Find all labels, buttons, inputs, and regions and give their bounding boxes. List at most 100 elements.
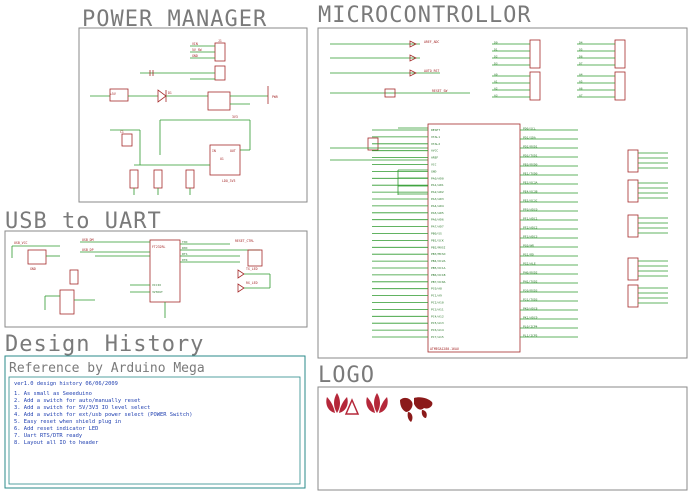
- usb-crystal: [59, 289, 75, 315]
- power-net-label: U1: [220, 157, 224, 161]
- header-pin-label: A2: [494, 86, 498, 90]
- history-inner-frame: [8, 376, 301, 485]
- power-jack: [109, 88, 129, 102]
- header-pin-label: D6: [579, 54, 583, 58]
- mcu-pin-label: PA0/AD0: [431, 176, 444, 180]
- usb-pin-label: VCCIO: [152, 283, 161, 287]
- header-pin-label: D3: [494, 61, 498, 65]
- mcu-pin-label: PL1/ICP5: [523, 334, 538, 338]
- header-pin-label: D1: [494, 47, 498, 51]
- lotus-logo-icon: [326, 393, 348, 413]
- pin-header: [614, 39, 626, 69]
- power-net-label: GND: [192, 54, 198, 58]
- mcu-pin-label: PA6/AD6: [431, 218, 444, 222]
- mcu-pin-label: PK0/ADC8: [523, 307, 538, 311]
- mcu-pin-label: PE5/OC3C: [523, 199, 538, 203]
- mcu-pin-label: PC3/A11: [431, 307, 444, 311]
- history-item: 8. Layout all IO to header: [14, 440, 99, 446]
- usb-net-label: FT232RL: [152, 245, 166, 249]
- mcu-pin-label: PC0/A8: [431, 287, 442, 291]
- lotus-logo-icon: [344, 398, 360, 415]
- history-heading: Reference by Arduino Mega: [9, 361, 205, 376]
- power-jumper-j2: [214, 65, 226, 81]
- world-map-icon: [400, 397, 433, 422]
- usb-schematic: USB_VCC USB_DM USB_DP FT232RL TXD RXD RT…: [11, 238, 271, 318]
- history-item: 3. Add a switch for 5V/3V3 IO level sele…: [14, 405, 150, 411]
- side-connector: [627, 149, 639, 173]
- usb-net-label: GND: [30, 267, 36, 271]
- resistor-r3: [185, 169, 195, 189]
- mcu-pin-label: XTAL2: [431, 142, 440, 146]
- mcu-pin-label: PB2/MOSI: [431, 245, 446, 249]
- mcu-pin-label: PD3/TXD1: [523, 154, 538, 158]
- mcu-top-label: AREF_ADC: [424, 40, 439, 44]
- mcu-pin-label: PF3/ADC3: [523, 235, 538, 239]
- usb-net-label: TX_LED: [246, 267, 258, 271]
- mcu-pin-label: PJ1/TXD3: [523, 298, 538, 302]
- mcu-pin-label: PC7/A15: [431, 335, 444, 339]
- usb-net-label: RX_LED: [246, 281, 258, 285]
- mcu-pin-label: PB1/SCK: [431, 238, 444, 242]
- power-switch: [207, 91, 231, 111]
- history-item: 5. Easy reset when shield plug in: [14, 419, 121, 425]
- header-pin-label: D4: [579, 40, 583, 44]
- mcu-pin-label: PL0/ICP4: [523, 325, 538, 329]
- mcu-pin-label: PB0/SS: [431, 232, 442, 236]
- regulator-u1: [209, 144, 241, 176]
- header-pin-label: A4: [579, 72, 583, 76]
- mcu-pin-label: PB6/OC1B: [431, 273, 446, 277]
- mcu-pin-label: AVCC: [431, 149, 438, 153]
- mcu-pin-label: PE0/RXD0: [523, 163, 538, 167]
- mcu-pin-label: AREF: [431, 156, 438, 160]
- usb-header: [247, 249, 263, 267]
- mcu-pin-label: PB3/MISO: [431, 252, 446, 256]
- mcu-pin-label: PJ0/RXD3: [523, 289, 538, 293]
- header-pin-label: A3: [494, 93, 498, 97]
- pin-header: [529, 71, 541, 101]
- header-pin-label: A1: [494, 79, 498, 83]
- power-net-label: 5V_SW: [192, 48, 202, 52]
- mcu-pin-label: PA7/AD7: [431, 225, 444, 229]
- power-net-label: +5V: [110, 92, 116, 96]
- reset-button: [384, 88, 396, 98]
- mcu-pin-label: PB5/OC1A: [431, 266, 446, 270]
- mcu-pin-label: PH1/TXD2: [523, 280, 538, 284]
- mcu-pin-label: PA4/AD4: [431, 204, 444, 208]
- capacitor-c1: [121, 133, 133, 147]
- usb-net-label: USB_DM: [82, 238, 94, 242]
- power-net-label: C1: [120, 130, 124, 134]
- mcu-pin-label: PF1/ADC1: [523, 217, 538, 221]
- header-pin-label: A7: [579, 93, 583, 97]
- mcu-pin-label: PC2/A10: [431, 301, 444, 305]
- mcu-right-pins: PD0/SCLPD1/SDAPD2/RXD1PD3/TXD1PE0/RXD0PE…: [520, 127, 578, 338]
- mcu-pin-label: PG0/WR: [523, 244, 534, 248]
- usb-capacitor: [69, 269, 79, 285]
- mcu-pin-label: RESET: [431, 128, 440, 132]
- power-jumper-j1: [214, 42, 226, 62]
- usb-pin-label: 3V3OUT: [152, 290, 163, 294]
- mcu-pin-label: PG2/ALE: [523, 262, 536, 266]
- usb-net-label: RESET_CTRL: [235, 239, 254, 243]
- mcu-pin-label: PD0/SCL: [523, 127, 536, 131]
- side-connector: [627, 179, 639, 203]
- header-pin-label: D0: [494, 40, 498, 44]
- lotus-logo-icon: [366, 393, 388, 413]
- mcu-pin-label: PD2/RXD1: [523, 145, 538, 149]
- logo-frame: [317, 386, 688, 491]
- usb-pin-label: RTS: [182, 252, 188, 256]
- side-connector: [627, 214, 639, 238]
- section-title-logo: LOGO: [318, 363, 375, 388]
- mcu-pin-label: PA1/AD1: [431, 183, 444, 187]
- side-connector: [627, 257, 639, 281]
- mcu-pin-label: VCC: [431, 163, 437, 167]
- power-net-label: IN: [212, 149, 216, 153]
- power-net-label: D1: [168, 91, 172, 95]
- power-manager-frame: [78, 27, 308, 203]
- power-schematic: +5V D1 VIN 5V_SW GND J1 C1 U1 IN OUT 3V3…: [90, 39, 278, 195]
- usb-net-label: USB_DP: [82, 248, 94, 252]
- power-net-label: J1: [218, 39, 222, 43]
- mcu-pin-label: PF0/ADC0: [523, 208, 538, 212]
- usb-pin-label: DTR: [182, 258, 188, 262]
- usb-uart-frame: [4, 230, 308, 328]
